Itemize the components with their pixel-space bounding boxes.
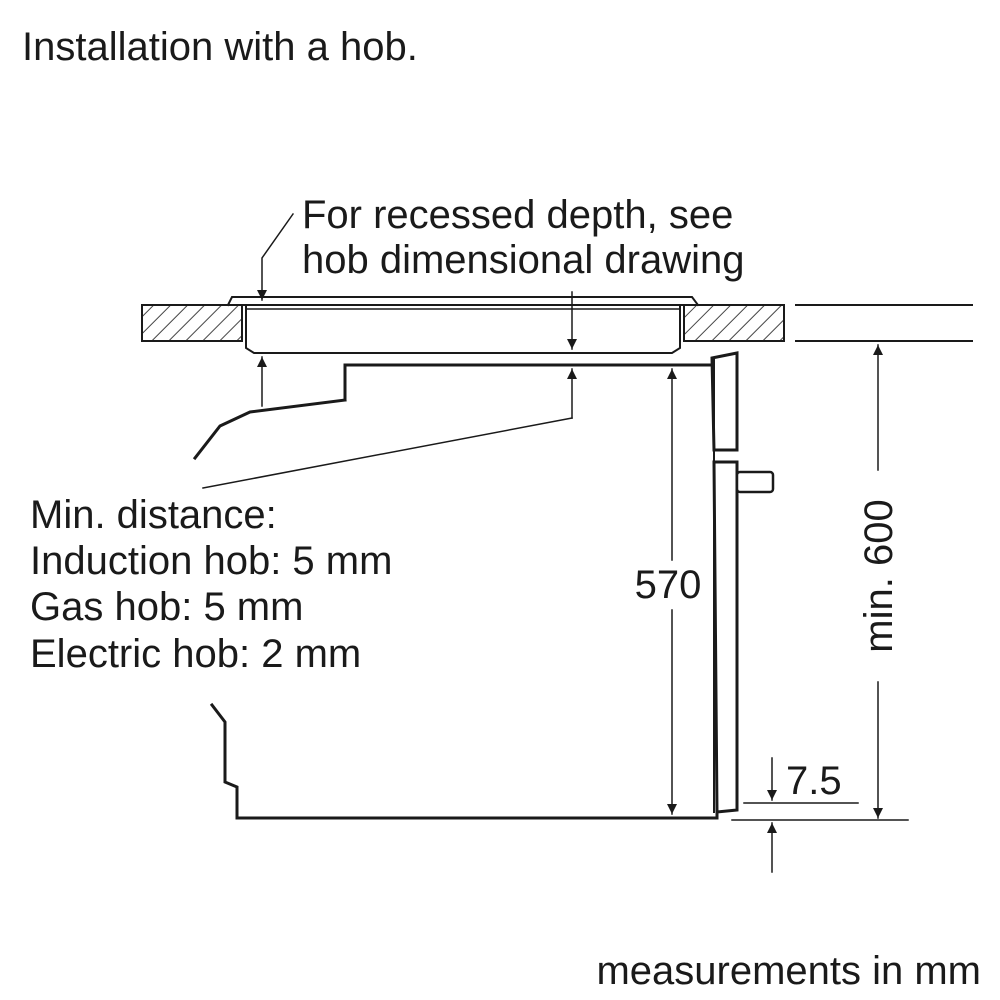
oven-door — [712, 460, 739, 814]
worktop-left — [141, 304, 243, 342]
min-distance-induction: Induction hob: 5 mm — [30, 539, 392, 583]
min-distance-block: Min. distance: Induction hob: 5 mm Gas h… — [30, 493, 392, 676]
oven-control-panel — [710, 351, 739, 452]
hob-rim — [226, 296, 700, 307]
callout-line-2: hob dimensional drawing — [302, 238, 745, 282]
worktop-right — [683, 304, 785, 342]
min-distance-heading: Min. distance: — [30, 493, 277, 537]
oven-top-contour — [343, 363, 714, 402]
oven-door-handle — [735, 470, 775, 494]
callout-line-1: For recessed depth, see — [302, 193, 733, 237]
oven-lower-contour — [209, 702, 719, 820]
plinth-offset-label: 7.5 — [786, 759, 842, 803]
page-title: Installation with a hob. — [22, 25, 418, 69]
oven-height-dimension: 570 — [635, 368, 702, 815]
plinth-offset-dimension: 7.5 — [731, 757, 909, 873]
niche-height-dimension: min. 600 — [857, 344, 901, 819]
measurement-unit-note: measurements in mm — [596, 949, 981, 993]
oven-rear-contour — [192, 398, 347, 461]
oven-height-label: 570 — [635, 563, 702, 607]
min-distance-electric: Electric hob: 2 mm — [30, 632, 361, 676]
niche-height-label: min. 600 — [857, 499, 901, 652]
hob-body — [245, 304, 681, 354]
recessed-depth-callout: For recessed depth, see hob dimensional … — [257, 193, 745, 301]
oven-distance-leader — [202, 417, 573, 489]
min-distance-gas: Gas hob: 5 mm — [30, 585, 303, 629]
